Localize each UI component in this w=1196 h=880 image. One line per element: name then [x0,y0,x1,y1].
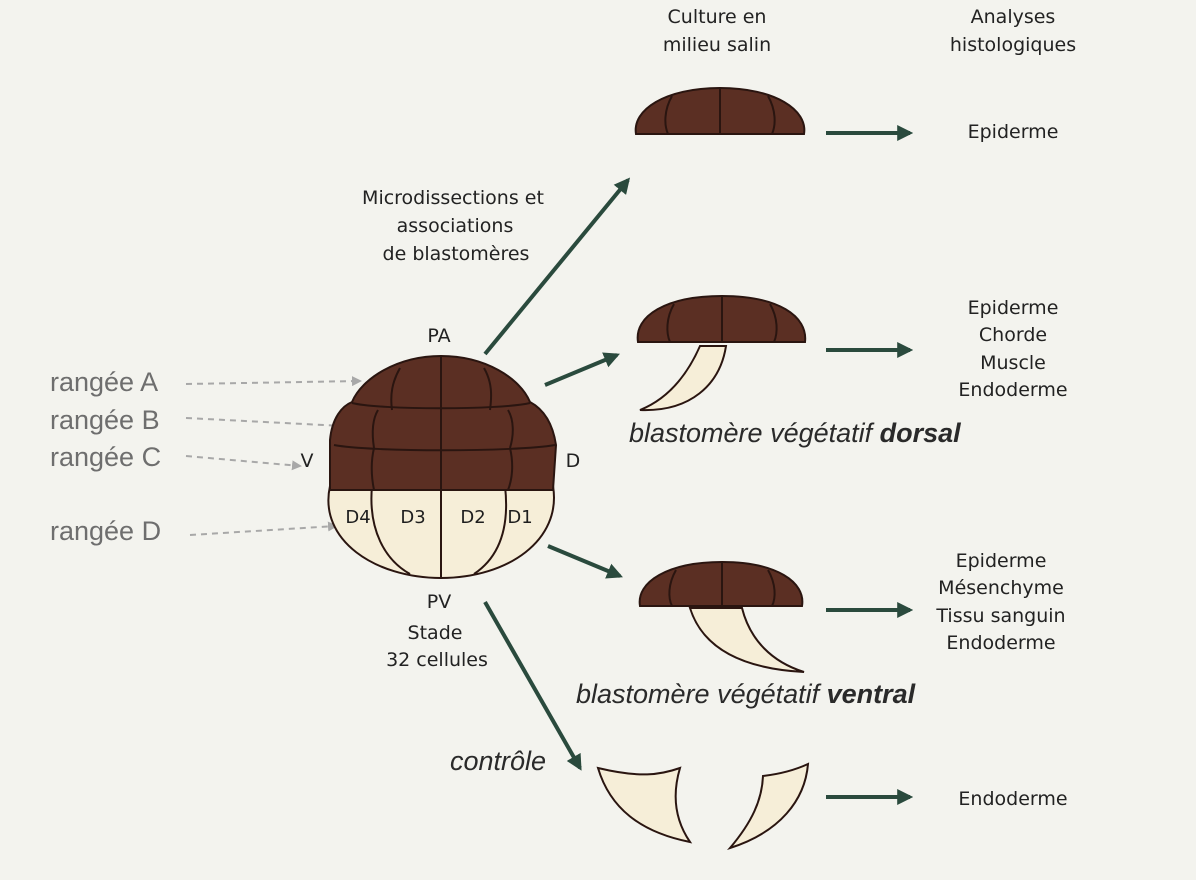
stage-line2: 32 cellules [386,649,488,671]
result-3-line1: Epiderme [956,550,1047,572]
analyses-header-line2: histologiques [950,34,1076,56]
experiment-dorsal: Epiderme Chorde Muscle Endoderme blastom… [629,294,1068,448]
culture-header-line1: Culture en [668,6,767,28]
row-label-a: rangée A [50,367,158,397]
seam-d4-d3 [370,485,411,575]
analyses-header: Analyses histologiques [950,6,1076,56]
row-a-pointer [185,376,362,387]
experiment-control: Endoderme contrôle [450,746,1068,851]
cap3-seam3 [767,569,776,607]
cell-label-d4: D4 [345,507,370,528]
result-2-line1: Epiderme [968,297,1059,319]
seam-c1 [370,447,375,491]
pole-vegetal-label: PV [427,591,451,613]
cell-label-d2: D2 [460,507,485,528]
microdissection-line3: de blastomères [383,243,530,265]
dorsal-caption: blastomère végétatif dorsal [629,418,961,448]
dorsal-caption-bold: dorsal [880,418,962,448]
experiment-ventral: Epiderme Mésenchyme Tissu sanguin Endode… [576,550,1066,709]
row-label-c: rangée C [50,442,161,472]
control-vegetal-left [596,766,693,844]
microdissection-label: Microdissections et associations de blas… [362,187,544,265]
row-label-b: rangée B [50,405,160,435]
arrow-to-ventral [547,544,623,579]
experiment-animal-cap: Epiderme [634,86,1059,143]
pole-animal-label: PA [427,325,450,347]
seam-a3 [483,367,493,411]
dorsal-side-label: D [566,450,581,472]
seam-b3 [507,409,514,449]
cap1-seam1 [664,95,673,135]
embryo-32-cells: D4 D3 D2 D1 [327,354,558,580]
dorsal-vegetal-blastomere [639,345,728,412]
ventral-side-label: V [301,450,314,472]
cell-label-d3: D3 [400,507,425,528]
result-3-line2: Mésenchyme [938,577,1064,599]
cap1-seam3 [767,95,776,135]
row-b-pointer [185,417,345,431]
cell-label-d1: D1 [507,507,532,528]
row-labels: rangée A rangée B rangée C rangée D [50,367,362,546]
seam-d2-d1 [473,485,508,575]
arrow-to-animal-cap [483,177,631,356]
ventral-vegetal-blastomere [688,607,805,673]
control-caption: contrôle [450,746,546,776]
culture-header-line2: milieu salin [663,34,771,56]
seam-b1 [371,409,379,449]
result-2-line2: Chorde [979,324,1047,346]
culture-header: Culture en milieu salin [663,6,771,56]
arrow-to-dorsal [544,352,620,387]
analyses-header-line1: Analyses [971,6,1056,28]
result-1-line1: Epiderme [968,121,1059,143]
cap3-seam1 [668,569,677,607]
result-3-line3: Tissu sanguin [935,605,1065,627]
cap2-seam1 [666,303,675,343]
row-label-d: rangée D [50,516,161,546]
seam-row-b [333,444,556,452]
result-4-line1: Endoderme [958,788,1067,810]
row-c-pointer [185,455,302,471]
seam-c3 [507,447,514,491]
arrow-to-control [483,601,582,771]
microdissection-line2: associations [397,215,514,237]
result-2-line3: Muscle [980,352,1046,374]
microdissection-line1: Microdissections et [362,187,544,209]
dorsal-caption-prefix: blastomère végétatif [629,418,880,448]
animal-half [329,354,558,491]
ventral-caption-prefix: blastomère végétatif [576,679,827,709]
row-d-pointer [189,521,338,536]
ventral-caption-bold: ventral [827,679,916,709]
stage-line1: Stade [408,622,463,644]
dissection-arrows [483,177,631,771]
result-2-line4: Endoderme [958,379,1067,401]
ventral-caption: blastomère végétatif ventral [576,679,916,709]
result-3-line4: Endoderme [946,632,1055,654]
control-vegetal-right [726,762,810,851]
cap2-seam3 [769,303,778,343]
seam-a1 [390,367,401,411]
